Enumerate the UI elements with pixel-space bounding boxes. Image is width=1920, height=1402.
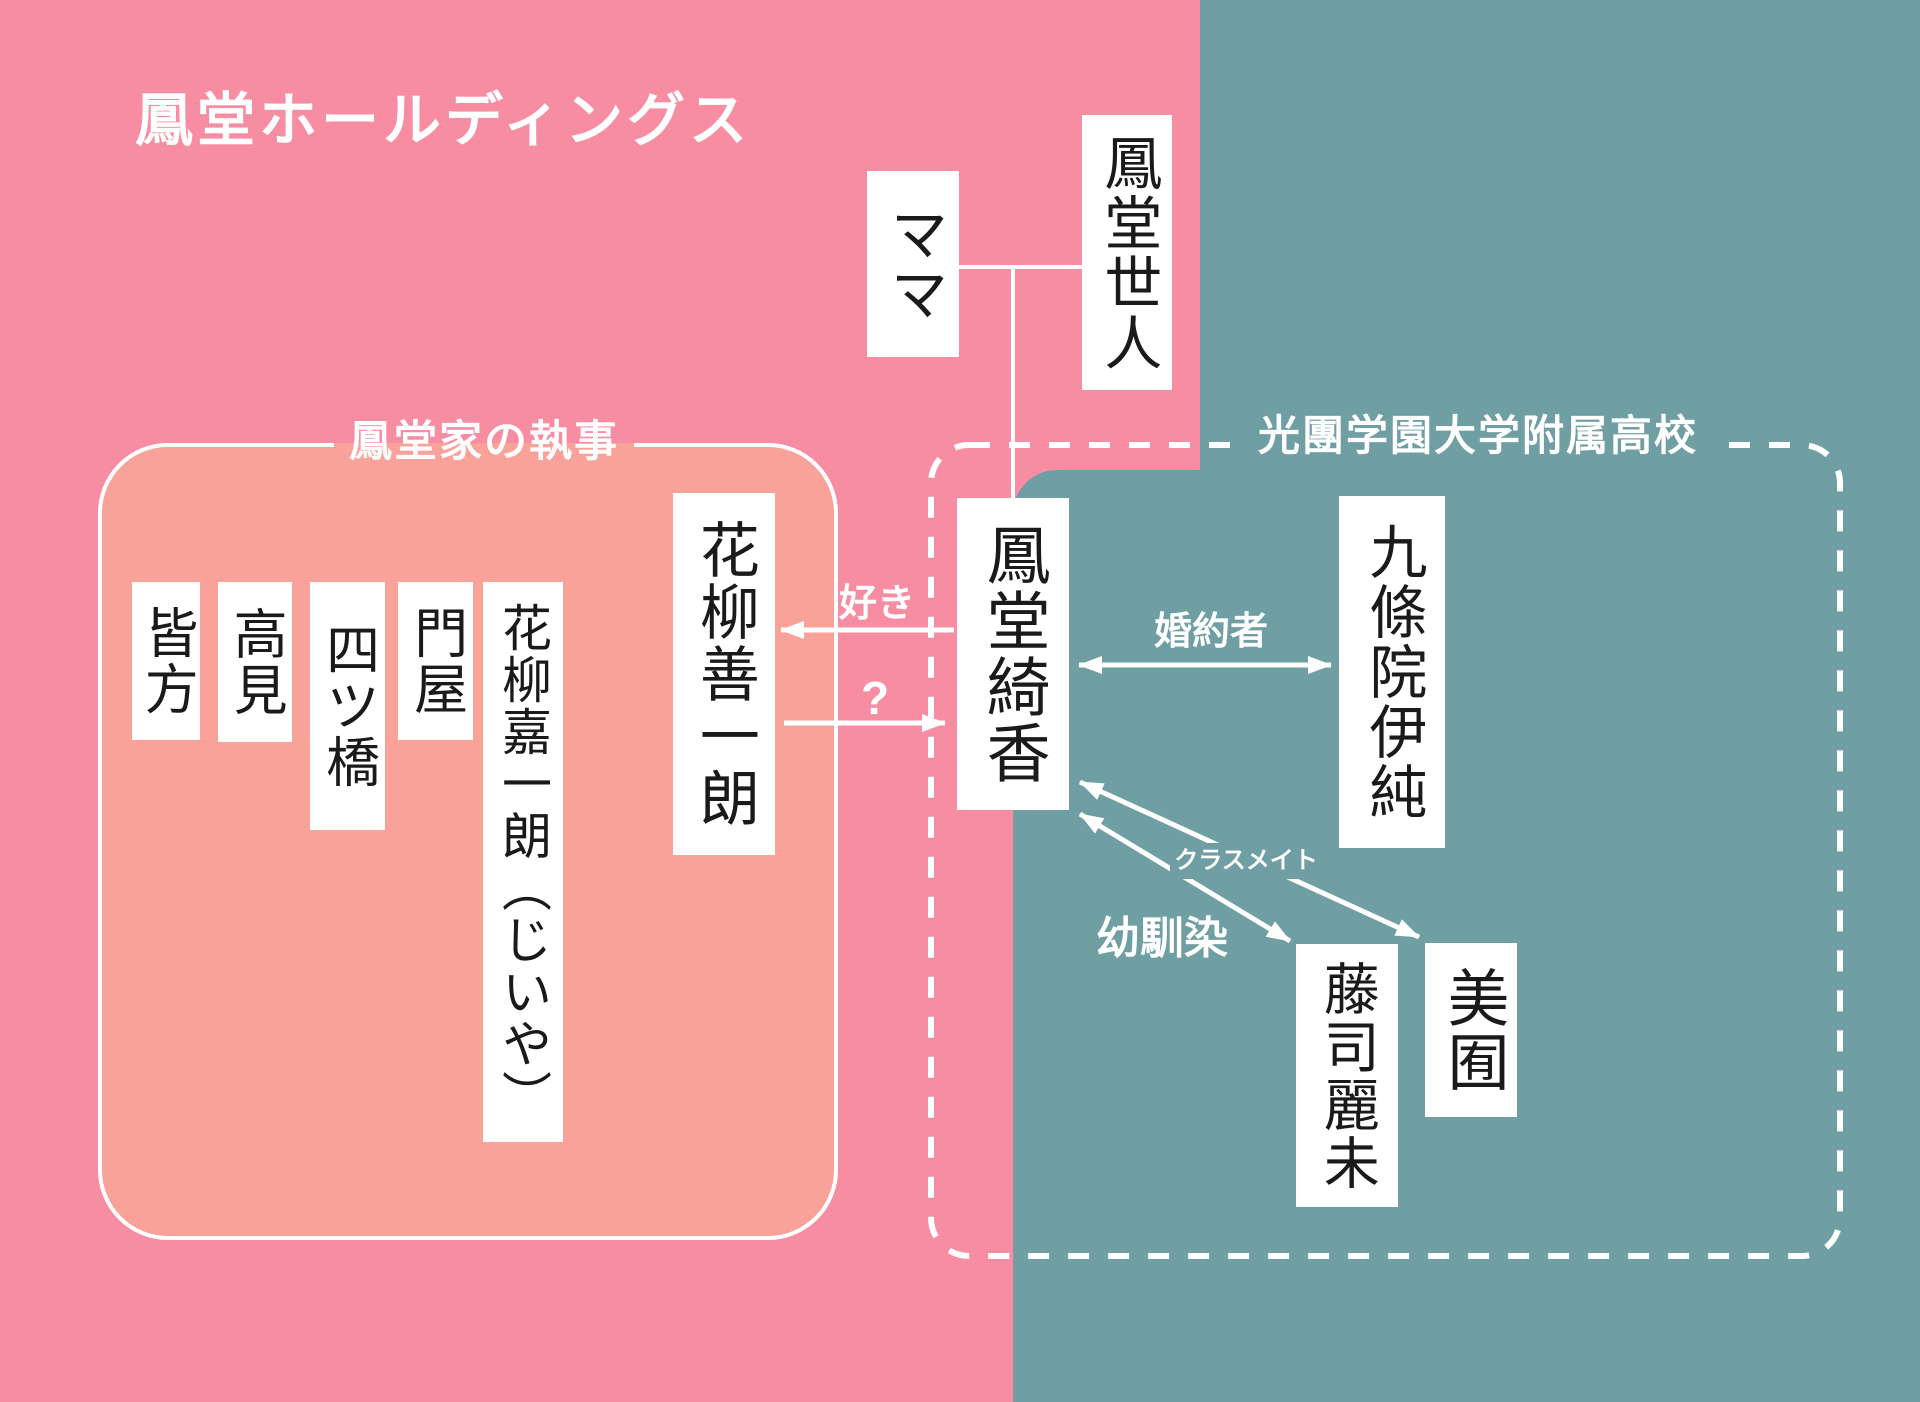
student-box-miu: 美囿 <box>1425 943 1517 1117</box>
school-group-label: 光團学園大学附属高校 <box>1240 411 1716 461</box>
question-label: ? <box>860 672 890 724</box>
classmate-label: クラスメイト <box>1170 843 1322 879</box>
likes-label: 好き <box>838 583 915 625</box>
butler-box-takami: 高見 <box>218 582 292 742</box>
student-box-remi: 藤司麗未 <box>1296 944 1398 1207</box>
butler-box-minakata: 皆方 <box>132 582 200 740</box>
butler-group-label: 鳳堂家の執事 <box>334 419 634 465</box>
butler-box-kadoya: 門屋 <box>398 582 473 740</box>
butler-box-yotsubashi: 四ツ橋 <box>310 582 385 830</box>
student-box-kika: 鳳堂綺香 <box>957 498 1069 810</box>
diagram-title: 鳳堂ホールディングス <box>135 88 751 153</box>
childhood-friend-label: 幼馴染 <box>1096 914 1228 963</box>
butler-box-kaichiro: 花柳嘉一朗（じいや） <box>483 582 563 1142</box>
person-box-mother: ママ <box>867 171 959 357</box>
butler-box-zenichiro: 花柳善一朗 <box>673 493 775 855</box>
student-box-izumi: 九條院伊純 <box>1339 496 1445 848</box>
person-box-father: 鳳堂世人 <box>1082 115 1172 390</box>
fiance-label: 婚約者 <box>1153 611 1268 653</box>
